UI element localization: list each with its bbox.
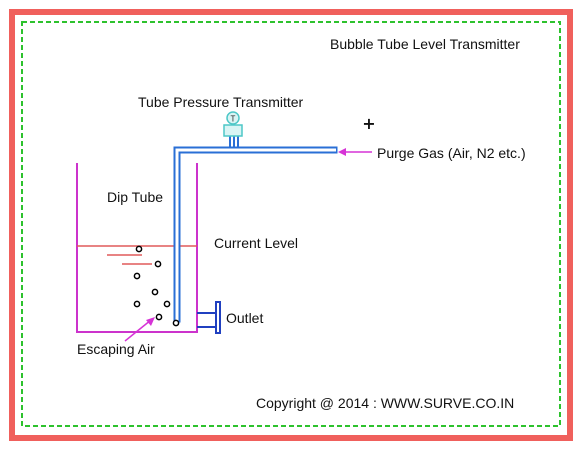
copyright-notice: Copyright @ 2014 : WWW.SURVE.CO.IN bbox=[256, 395, 514, 411]
plus-marker: + bbox=[362, 114, 375, 133]
purge-gas-arrow bbox=[338, 148, 372, 156]
escaping-air-label: Escaping Air bbox=[77, 341, 155, 357]
outlet-label: Outlet bbox=[226, 310, 263, 326]
current-level-label: Current Level bbox=[214, 235, 298, 251]
air-bubble bbox=[155, 313, 163, 321]
dip-tube-inner bbox=[175, 148, 336, 321]
air-bubble bbox=[135, 245, 143, 253]
inner-border bbox=[21, 21, 561, 427]
air-bubble bbox=[163, 300, 171, 308]
purge-gas-label: Purge Gas (Air, N2 etc.) bbox=[377, 145, 526, 161]
air-bubble bbox=[133, 300, 141, 308]
transmitter-label: Tube Pressure Transmitter bbox=[138, 94, 304, 110]
air-bubbles bbox=[133, 245, 180, 327]
dip-tube-label: Dip Tube bbox=[107, 189, 163, 205]
diagram-title: Bubble Tube Level Transmitter bbox=[330, 36, 520, 52]
air-bubble bbox=[133, 272, 141, 280]
pressure-transmitter-icon: T bbox=[223, 111, 243, 147]
air-bubble bbox=[151, 288, 159, 296]
outlet-nozzle bbox=[197, 301, 221, 334]
air-bubble bbox=[172, 319, 180, 327]
outer-border bbox=[9, 9, 573, 441]
air-bubble bbox=[154, 260, 162, 268]
escaping-air-arrow bbox=[124, 317, 155, 342]
transmitter-badge: T bbox=[231, 115, 236, 124]
